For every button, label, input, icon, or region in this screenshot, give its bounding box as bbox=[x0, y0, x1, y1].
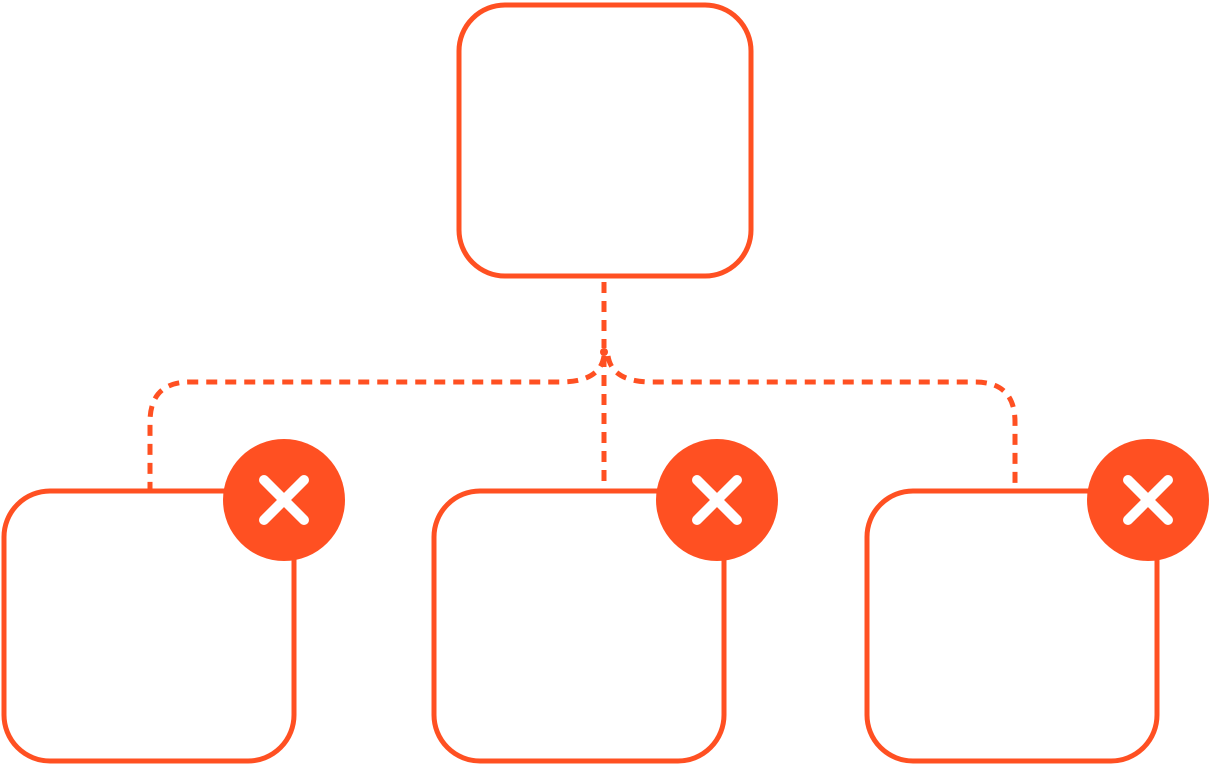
close-badge-right[interactable] bbox=[1087, 439, 1209, 561]
close-badge-center[interactable] bbox=[656, 439, 778, 561]
close-badge-left[interactable] bbox=[223, 439, 345, 561]
parent-node bbox=[456, 2, 754, 279]
connectors bbox=[147, 282, 1018, 490]
child-node-center bbox=[431, 488, 727, 764]
child-node-left bbox=[1, 488, 297, 764]
connector-left bbox=[147, 355, 607, 490]
close-icon bbox=[692, 475, 742, 525]
connector-junction-dot bbox=[600, 348, 608, 356]
child-node-right bbox=[864, 488, 1160, 764]
close-icon bbox=[259, 475, 309, 525]
close-icon bbox=[1123, 475, 1173, 525]
